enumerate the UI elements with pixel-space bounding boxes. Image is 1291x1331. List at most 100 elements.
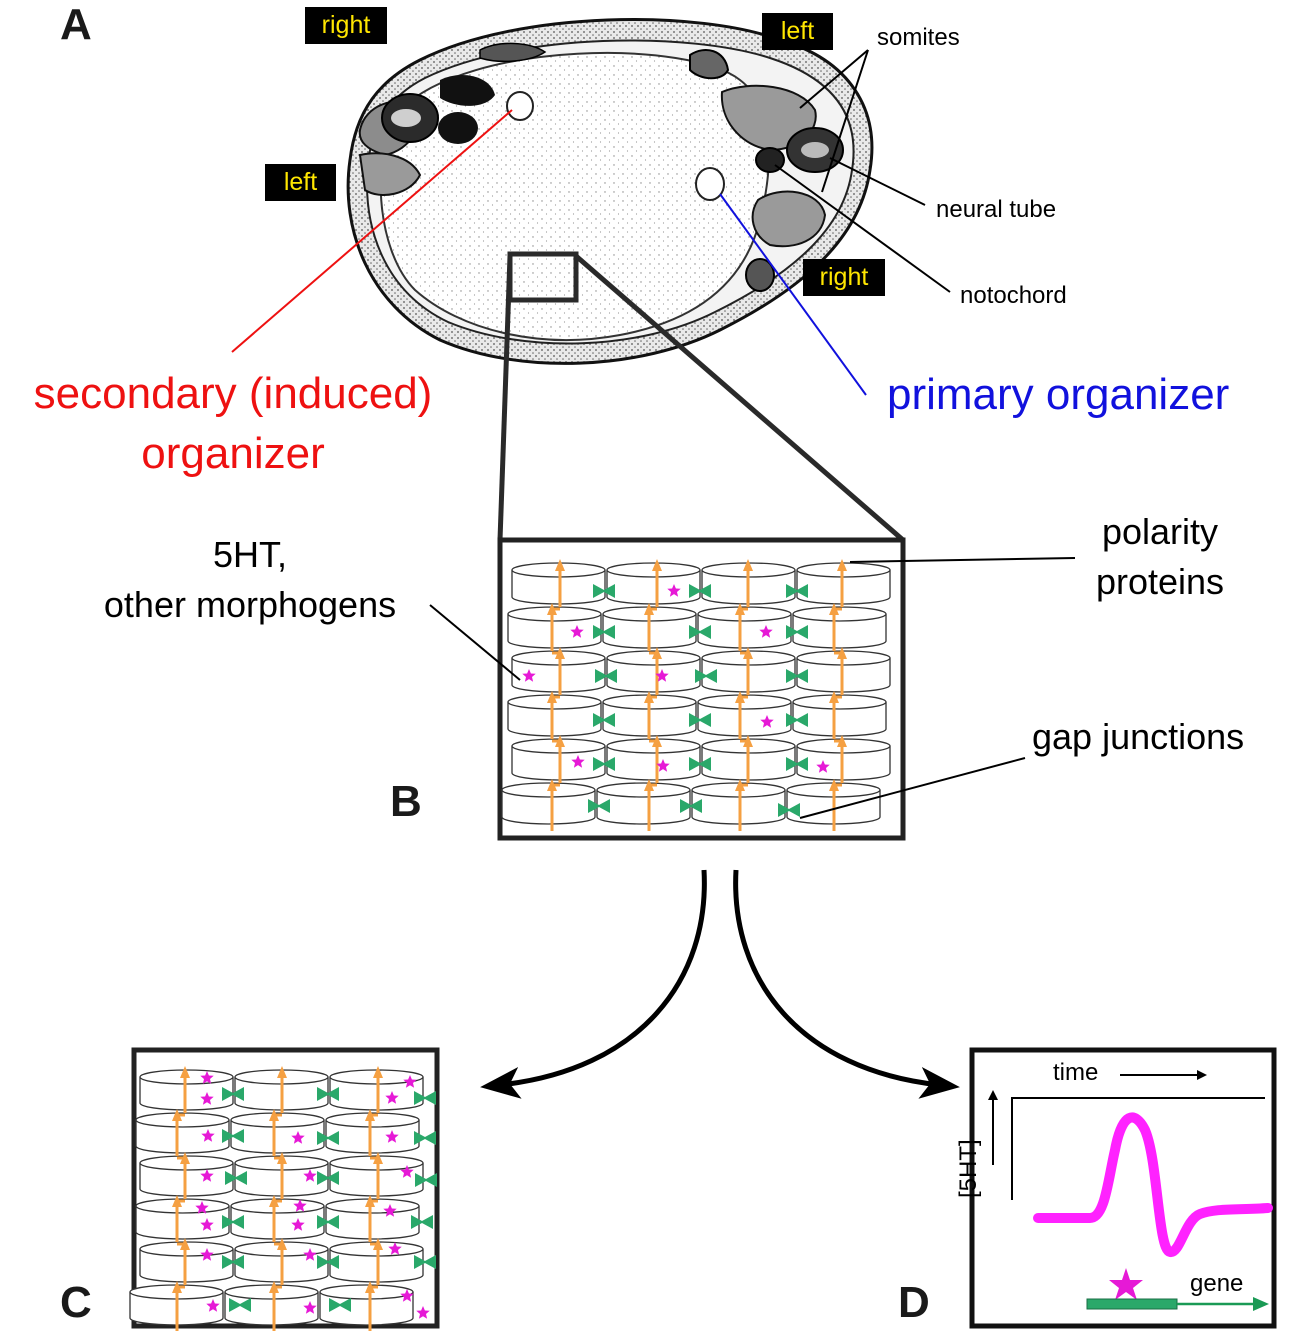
zoom-projection (497, 254, 905, 542)
morphogen-star (200, 1071, 214, 1084)
panel-label-b: B (390, 777, 422, 826)
panel-label-a: A (60, 0, 92, 49)
tissue-cell (792, 606, 887, 649)
morphogen-star (816, 760, 830, 773)
polarity-arrow-column (547, 559, 565, 831)
gap-junction (411, 1215, 433, 1229)
secondary-organizer-leader (231, 109, 513, 353)
morphogen-star (201, 1129, 215, 1142)
gap-junction (689, 625, 711, 639)
secondary-axis-structures (358, 42, 547, 196)
morphogen-star (200, 1092, 214, 1105)
branch-arrows (480, 869, 960, 1099)
morphogen-star (522, 669, 536, 682)
gap-junction (414, 1091, 436, 1105)
morphogen-star (200, 1218, 214, 1231)
morphogen-star (200, 1248, 214, 1261)
tissue-cell (606, 650, 701, 693)
gap-junction (329, 1298, 351, 1312)
morphogens-label: 5HT, other morphogens (40, 530, 460, 630)
morphogens-line-1: 5HT, (212, 534, 288, 575)
tissue-cell (325, 1112, 420, 1154)
tissue-cell (606, 738, 701, 781)
gap-junction (778, 803, 800, 817)
secondary-organizer-line-1: secondary (induced) (33, 369, 433, 418)
gap-junction (317, 1215, 339, 1229)
gene-label: gene (1190, 1270, 1244, 1297)
morphogen-star (195, 1201, 209, 1214)
panel-b-tissue (429, 537, 1076, 841)
morphogen-star (388, 1242, 402, 1255)
morphogen-star (656, 759, 670, 772)
morphogen-star (571, 755, 585, 768)
tissue-cell (602, 694, 697, 737)
neural-tube-lumen-right (801, 142, 829, 158)
y-axis-label: [5HT] (955, 1139, 982, 1198)
gap-junction (689, 757, 711, 771)
tissue-cell (507, 694, 602, 737)
tissue-cell (501, 782, 596, 825)
somites-leader-1 (799, 49, 869, 109)
side-badge-left-top: left (762, 13, 833, 50)
panel-label-d: D (898, 1278, 930, 1327)
morphogen-star (303, 1248, 317, 1261)
gap-junction (229, 1298, 251, 1312)
side-badge-right-bottom: right (803, 259, 885, 296)
primary-axis-structures (689, 49, 844, 292)
morphogen-star (303, 1301, 317, 1314)
gap-junction (593, 584, 615, 598)
notochord-label: notochord (960, 282, 1067, 309)
side-badge-left-side: left (265, 164, 336, 201)
gap-junction (222, 1215, 244, 1229)
gene-bar (1086, 1298, 1178, 1310)
notochord-leader (774, 164, 951, 293)
gap-junctions-leader (799, 757, 1026, 819)
polarity-leader (849, 557, 1076, 563)
gap-junction (415, 1173, 437, 1187)
polarity-arrow-column (269, 1066, 287, 1331)
polarity-line-2: proteins (1095, 561, 1225, 602)
gap-junction (786, 757, 808, 771)
gap-junction (593, 625, 615, 639)
neural-tube-label: neural tube (936, 196, 1057, 223)
primary-organizer-label: primary organizer (887, 370, 1230, 419)
morphogen-star (416, 1306, 430, 1319)
polarity-proteins-label: polarity proteins (1070, 507, 1250, 607)
tissue-cell (596, 782, 691, 825)
gap-junction (593, 757, 615, 771)
somites-leader-2 (821, 49, 869, 193)
tissue-cell (697, 694, 792, 737)
somites-label: somites (877, 24, 960, 51)
gap-junction (593, 713, 615, 727)
secondary-organizer-label: secondary (induced) organizer (0, 364, 466, 484)
dark-mass-left (440, 75, 495, 106)
tissue-cell (507, 606, 602, 649)
morphogen-star (383, 1204, 397, 1217)
gap-junction (222, 1129, 244, 1143)
yolk-mass (379, 52, 770, 341)
polarity-arrow-column (172, 1066, 190, 1331)
embryo-cross-section (346, 18, 874, 365)
morphogen-star (655, 669, 669, 682)
gap-junction (317, 1087, 339, 1101)
notochord-left (438, 112, 478, 144)
tissue-cell (606, 562, 701, 605)
morphogen-star (200, 1169, 214, 1182)
morphogen-star (303, 1169, 317, 1182)
morphogen-star (385, 1130, 399, 1143)
graph-axes (1011, 1097, 1265, 1200)
primary-organizer-leader (719, 193, 867, 396)
morphogens-leader (429, 604, 521, 681)
gap-junction (414, 1131, 436, 1145)
morphogen-star (667, 584, 681, 597)
panel-b-cells (501, 559, 891, 831)
somite-left-lower (358, 152, 422, 196)
secondary-blastopore (506, 91, 534, 121)
morphogen-star-d (1109, 1268, 1143, 1300)
morphogen-star (400, 1289, 414, 1302)
polarity-arrow-column (365, 1066, 383, 1331)
morphogen-star (206, 1299, 220, 1312)
morphogen-star (400, 1165, 414, 1178)
panel-a-leader-lines (231, 49, 951, 396)
gap-junction (222, 1255, 244, 1269)
